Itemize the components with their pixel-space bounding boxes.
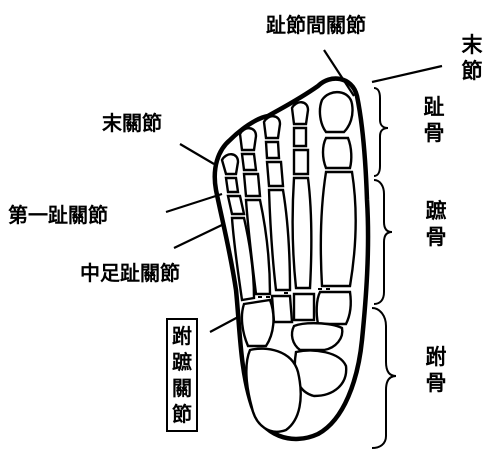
big-toe-distal-phalanx: [318, 91, 354, 134]
brace-tarsal-bones: [371, 307, 397, 449]
second-metatarsal: [291, 176, 313, 290]
fifth-metatarsal: [230, 216, 256, 302]
fourth-toe-phalanges: [238, 127, 262, 198]
cuboid: [240, 298, 275, 348]
big-toe-proximal-phalanx: [321, 136, 353, 170]
leader-tarsometatarsal-joint: [209, 315, 241, 333]
label-toe-bones: 趾骨: [423, 94, 445, 145]
brace-toe-bones: [373, 87, 389, 177]
leader-distal-phalanx: [371, 64, 443, 84]
brace-metatarsal-bones: [373, 179, 393, 305]
leader-middle-toe-joint: [173, 223, 225, 249]
label-tarsometatarsal-joint: 跗蹠關節: [166, 318, 198, 432]
cuneiform-medial: [315, 290, 352, 326]
calcaneus: [245, 347, 302, 433]
third-metatarsal: [267, 188, 292, 292]
label-interphalangeal-joint: 趾節間關節: [266, 13, 366, 37]
joint-marks: [258, 288, 330, 298]
cuneiform-lateral: [270, 294, 294, 324]
fifth-toe-phalanges: [220, 153, 246, 216]
navicular: [290, 322, 344, 352]
label-distal-joint: 末關節: [102, 111, 162, 135]
cuneiform-middle: [292, 292, 316, 322]
leader-interphalangeal-joint: [323, 49, 355, 97]
third-toe-phalanges: [262, 115, 285, 188]
label-middle-toe-joint: 中足趾關節: [80, 261, 180, 285]
leader-distal-joint: [179, 143, 215, 165]
label-metatarsal-bones: 蹠骨: [425, 198, 447, 249]
label-distal-phalanx: 末節: [461, 32, 483, 83]
fourth-metatarsal: [244, 198, 272, 296]
first-metatarsal: [319, 170, 357, 288]
leader-first-toe-joint: [165, 192, 223, 214]
label-first-toe-joint: 第一趾關節: [8, 203, 108, 227]
label-tarsal-bones: 跗骨: [425, 344, 447, 395]
second-toe-phalanges: [290, 101, 310, 176]
